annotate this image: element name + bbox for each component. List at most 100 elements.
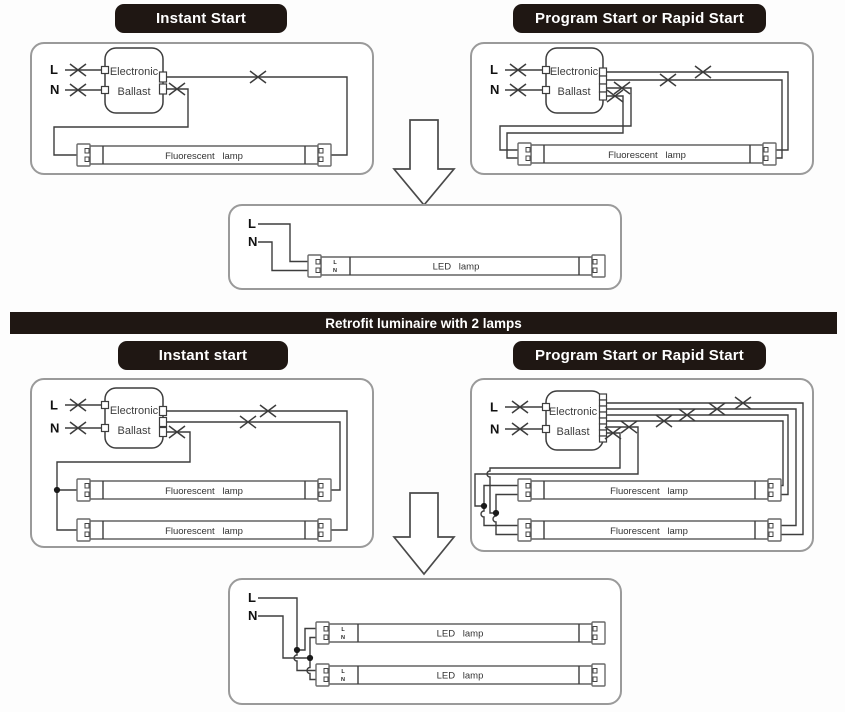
wire — [308, 636, 316, 658]
wire — [605, 419, 784, 486]
lamp-label: Fluorescent lamp — [608, 150, 686, 161]
panel-led-double: L N L N LED lamp — [228, 578, 622, 705]
neutral-label: N — [50, 420, 59, 435]
title-program-start-single: Program Start or Rapid Start — [513, 4, 766, 33]
lamp-endcap — [316, 142, 332, 167]
wire — [473, 425, 639, 507]
lamp-label: Fluorescent lamp — [165, 526, 243, 537]
live-label: L — [50, 62, 58, 77]
lamp-endcap — [590, 662, 606, 687]
pin-neutral-label: N — [341, 635, 345, 641]
lamp-endcap — [590, 253, 606, 278]
junction-dot — [492, 509, 499, 516]
title-program-start-double: Program Start or Rapid Start — [513, 341, 766, 370]
input-wires: L N — [50, 397, 101, 435]
lamp-label: Fluorescent lamp — [610, 486, 688, 497]
panel-instant-start-double: L N Electronic Ballast — [30, 378, 374, 548]
junction-dot — [53, 486, 60, 493]
neutral-label: N — [490, 82, 499, 97]
wire — [605, 70, 789, 151]
ballast: Electronic Ballast — [100, 46, 167, 114]
ballast-label-2: Ballast — [117, 86, 150, 98]
title-instant-start-double: Instant start — [118, 341, 288, 370]
ballast: Electronic Ballast — [100, 386, 167, 449]
wire — [605, 401, 804, 535]
lamp-wires — [498, 64, 789, 159]
input-wires: L N — [248, 216, 308, 271]
wire — [485, 431, 621, 514]
wire — [305, 657, 316, 680]
lamp-wires — [52, 69, 348, 156]
lamp-endcap — [766, 477, 782, 502]
pin-neutral-label: N — [333, 268, 337, 274]
wire — [257, 596, 298, 650]
panel-led-single: L N L N LED lamp — [228, 204, 622, 290]
led-lamp: L N LED lamp — [314, 620, 606, 645]
neutral-label: N — [248, 234, 257, 249]
wire — [257, 614, 310, 659]
panel-program-start-double: L N Electronic Ballast — [470, 378, 814, 552]
junction-dot — [293, 646, 300, 653]
fluorescent-lamp: Fluorescent lamp — [516, 517, 782, 542]
live-label: L — [50, 397, 58, 412]
led-lamp: L N LED lamp — [314, 662, 606, 687]
ballast: Electronic Ballast — [541, 389, 607, 451]
ballast-label-1: Electronic — [548, 406, 597, 418]
wire — [52, 87, 189, 156]
pin-live-label: L — [333, 260, 337, 266]
ballast-label-1: Electronic — [549, 66, 598, 78]
pin-live-label: L — [341, 627, 345, 633]
lamp-label: Fluorescent lamp — [165, 151, 243, 162]
lamp-endcap — [316, 477, 332, 502]
input-wires: L N — [50, 62, 101, 97]
wire — [505, 94, 624, 159]
lamp-endcap — [766, 517, 782, 542]
lamp-endcap — [316, 517, 332, 542]
junction-dot — [306, 654, 313, 661]
lamp-endcap — [516, 477, 532, 502]
wire — [296, 627, 316, 651]
lamp-endcap — [590, 620, 606, 645]
lamp-endcap — [75, 142, 91, 167]
wire — [257, 240, 308, 271]
wire — [605, 78, 783, 159]
wire — [605, 407, 797, 526]
junction-dot — [480, 502, 487, 509]
panel-program-start-single: L N Electronic Ballast — [470, 42, 814, 175]
live-label: L — [490, 62, 498, 77]
pin-live-label: L — [341, 669, 345, 675]
divider-retrofit-2-lamps: Retrofit luminaire with 2 lamps — [10, 312, 837, 334]
ballast: Electronic Ballast — [541, 46, 607, 114]
lamp-endcap — [761, 141, 777, 166]
fluorescent-lamp: Fluorescent lamp — [516, 477, 782, 502]
title-instant-start-single: Instant Start — [115, 4, 287, 33]
wire — [498, 86, 632, 151]
lamp-endcap — [314, 620, 330, 645]
ballast-label-2: Ballast — [117, 425, 150, 437]
fluorescent-lamp: Fluorescent lamp — [75, 517, 332, 542]
fluorescent-lamp: Fluorescent lamp — [75, 142, 332, 167]
neutral-label: N — [490, 421, 499, 436]
wire — [605, 413, 789, 495]
panel-instant-start-single: L N Electronic Ballast — [30, 42, 374, 175]
ballast-label-2: Ballast — [557, 86, 590, 98]
lamp-wires — [53, 403, 348, 531]
fluorescent-lamp: Fluorescent lamp — [516, 141, 777, 166]
live-label: L — [248, 216, 256, 231]
fluorescent-lamp: Fluorescent lamp — [75, 477, 332, 502]
wire — [55, 430, 191, 531]
input-wires: L N — [248, 590, 316, 680]
lamp-endcap — [75, 477, 91, 502]
lamp-endcap — [516, 517, 532, 542]
lamp-label: LED lamp — [432, 261, 479, 272]
neutral-label: N — [50, 82, 59, 97]
wire — [165, 75, 348, 156]
down-arrow-icon — [392, 119, 456, 207]
lamp-label: Fluorescent lamp — [165, 486, 243, 497]
ballast-label-1: Electronic — [109, 66, 158, 78]
lamp-wires — [473, 395, 804, 535]
lamp-endcap — [306, 253, 322, 278]
lamp-label: Fluorescent lamp — [610, 526, 688, 537]
live-label: L — [248, 590, 256, 605]
